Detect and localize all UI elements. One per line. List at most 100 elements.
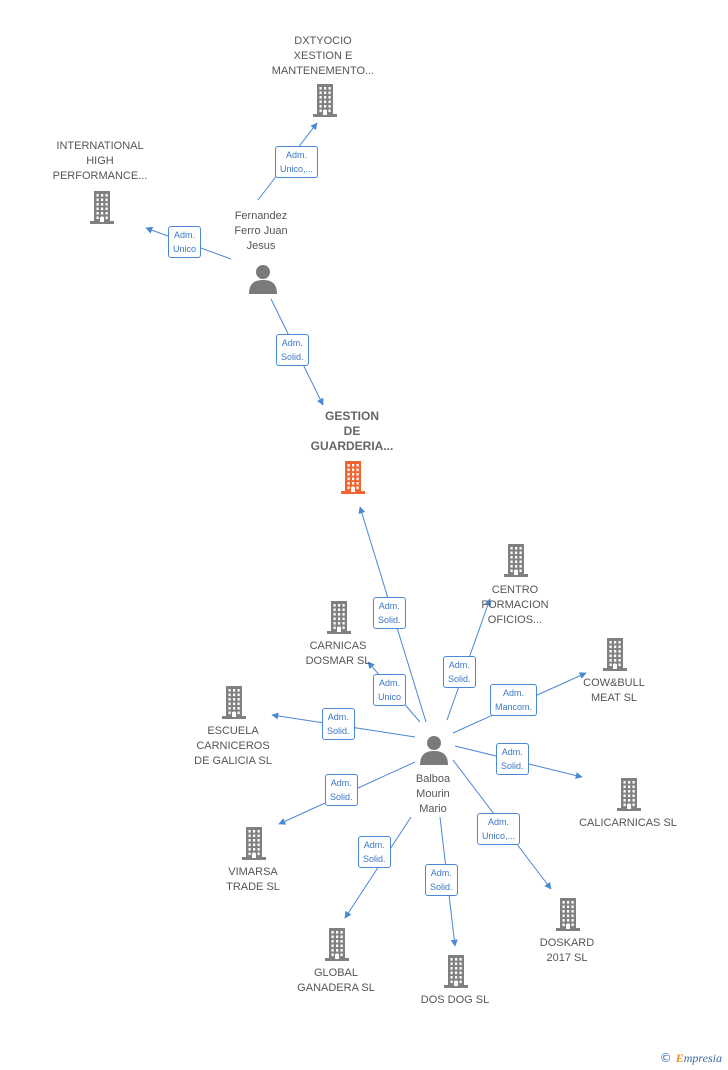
- node-label-line: 2017 SL: [546, 952, 588, 964]
- node-label-doskard[interactable]: DOSKARD 2017 SL: [540, 936, 594, 966]
- focus-company-building-icon[interactable]: [338, 459, 368, 500]
- company-building-icon[interactable]: [87, 189, 117, 230]
- node-label-line: MEAT SL: [590, 692, 638, 704]
- node-label-line: COW&BULL: [583, 677, 645, 689]
- edge-label-fernandez-dxtyocio[interactable]: Adm.Unico,...: [275, 146, 319, 178]
- node-label-dosdog[interactable]: DOS DOG SL: [421, 993, 489, 1008]
- edge-label-line: Solid.: [378, 615, 401, 625]
- edge-label-balboa-carnicas[interactable]: Adm. Unico: [373, 674, 407, 706]
- edge-label-fernandez-gestion[interactable]: Adm. Solid.: [276, 334, 309, 366]
- edge-label-balboa-cowbull[interactable]: Adm. Mancom.: [490, 684, 538, 716]
- person-icon[interactable]: [248, 263, 278, 300]
- node-label-line: VIMARSA: [228, 866, 278, 878]
- node-label-line: MANTENEMENTO...: [271, 65, 375, 77]
- edge-label-line: Solid.: [430, 882, 453, 892]
- edge-label-line: Solid.: [501, 761, 524, 771]
- node-label-line: GESTION: [324, 409, 380, 423]
- node-label-calicarnicas[interactable]: CALICARNICAS SL: [579, 816, 677, 831]
- edge-label-line: Adm.: [488, 817, 510, 827]
- node-label-line: Mourin: [416, 788, 450, 800]
- node-label-line: TRADE SL: [226, 881, 280, 893]
- edge-label-line: Unico,...: [280, 164, 314, 174]
- node-label-line: Jesus: [246, 240, 276, 252]
- company-building-icon[interactable]: [553, 896, 583, 937]
- company-building-icon[interactable]: [219, 684, 249, 725]
- edge-label-line: Adm.: [378, 601, 400, 611]
- edge-label-line: Unico: [378, 692, 402, 702]
- node-label-line: GANADERA SL: [297, 982, 375, 994]
- edge-label-line: Unico: [173, 244, 197, 254]
- company-building-icon[interactable]: [441, 953, 471, 994]
- node-label-line: CARNICEROS: [196, 740, 270, 752]
- node-label-escuela[interactable]: ESCUELA CARNICEROS DE GALICIA SL: [194, 724, 272, 769]
- company-building-icon[interactable]: [322, 926, 352, 967]
- edge-label-line: Adm.: [363, 840, 385, 850]
- edge-label-balboa-global[interactable]: Adm. Solid.: [358, 836, 391, 868]
- edge-label-line: Solid.: [330, 792, 353, 802]
- person-icon[interactable]: [419, 734, 449, 771]
- node-label-cowbull[interactable]: COW&BULL MEAT SL: [583, 676, 645, 706]
- node-label-line: ESCUELA: [207, 725, 259, 737]
- edge-label-balboa-dosdog[interactable]: Adm. Solid.: [425, 864, 458, 896]
- node-label-line: GUARDERIA...: [310, 439, 394, 453]
- node-label-global[interactable]: GLOBAL GANADERA SL: [297, 966, 375, 996]
- company-building-icon[interactable]: [239, 825, 269, 866]
- node-label-line: DE GALICIA SL: [194, 755, 272, 767]
- edge-label-line: Adm.: [327, 712, 349, 722]
- node-label-line: DOSKARD: [539, 937, 595, 949]
- edge-label-line: Solid.: [327, 726, 350, 736]
- node-label-line: PERFORMANCE...: [52, 170, 148, 182]
- company-building-icon[interactable]: [600, 636, 630, 677]
- edge-label-line: Solid.: [363, 854, 386, 864]
- edge-label-balboa-vimarsa[interactable]: Adm. Solid.: [325, 774, 358, 806]
- empresia-copyright[interactable]: ©Empresia: [660, 1051, 722, 1066]
- edge-label-balboa-doskard[interactable]: Adm. Unico,...: [477, 813, 521, 845]
- edge-label-balboa-centro[interactable]: Adm.Solid.: [443, 656, 476, 688]
- edge-label-line: Solid.: [281, 352, 304, 362]
- node-label-vimarsa[interactable]: VIMARSA TRADE SL: [226, 865, 280, 895]
- node-label-line: Mario: [419, 803, 447, 815]
- company-building-icon[interactable]: [324, 599, 354, 640]
- edge-label-balboa-calicarnicas[interactable]: Adm. Solid.: [496, 743, 529, 775]
- node-label-line: Fernandez: [234, 210, 288, 222]
- edge-label-line: Adm.: [501, 747, 523, 757]
- node-label-line: CALICARNICAS SL: [579, 817, 677, 829]
- node-label-line: DOSMAR SL: [305, 655, 371, 667]
- edge-label-balboa-gestion[interactable]: Adm. Solid.: [373, 597, 406, 629]
- company-building-icon[interactable]: [310, 82, 340, 123]
- edge-label-line: Mancom.: [495, 702, 533, 712]
- node-label-line: DE: [343, 424, 361, 438]
- copyright-symbol: ©: [659, 1051, 672, 1065]
- brand-name: mpresia: [683, 1051, 722, 1065]
- brand-initial: E: [675, 1051, 684, 1065]
- node-label-line: HIGH: [86, 155, 114, 167]
- company-building-icon[interactable]: [501, 542, 531, 583]
- edge-label-line: Adm.: [174, 230, 196, 240]
- edge-label-line: Unico,...: [482, 831, 516, 841]
- edge-label-line: Adm.: [430, 868, 452, 878]
- node-label-line: CENTRO: [491, 584, 539, 596]
- edge-label-line: Adm.: [330, 778, 352, 788]
- node-label-international[interactable]: INTERNATIONAL HIGH PERFORMANCE...: [53, 139, 148, 184]
- node-label-line: GLOBAL: [313, 967, 359, 979]
- edge-label-balboa-escuela[interactable]: Adm. Solid.: [322, 708, 355, 740]
- node-label-line: OFICIOS...: [487, 614, 543, 626]
- node-label-line: FORMACION: [481, 599, 549, 611]
- node-label-line: DOS DOG SL: [420, 994, 490, 1006]
- node-label-line: INTERNATIONAL: [56, 140, 144, 152]
- edge-label-line: Adm.: [503, 688, 525, 698]
- node-label-line: Ferro Juan: [234, 225, 288, 237]
- company-building-icon[interactable]: [614, 776, 644, 817]
- edge-label-line: Adm.: [379, 678, 401, 688]
- node-label-line: Balboa: [415, 773, 451, 785]
- node-label-line: DXTYOCIO: [294, 35, 352, 47]
- node-label-centro[interactable]: CENTRO FORMACION OFICIOS...: [481, 583, 548, 628]
- edge-label-fernandez-international[interactable]: Adm. Unico: [168, 226, 202, 258]
- edge-label-line: Adm.: [281, 338, 303, 348]
- edge-label-line: Solid.: [448, 674, 471, 684]
